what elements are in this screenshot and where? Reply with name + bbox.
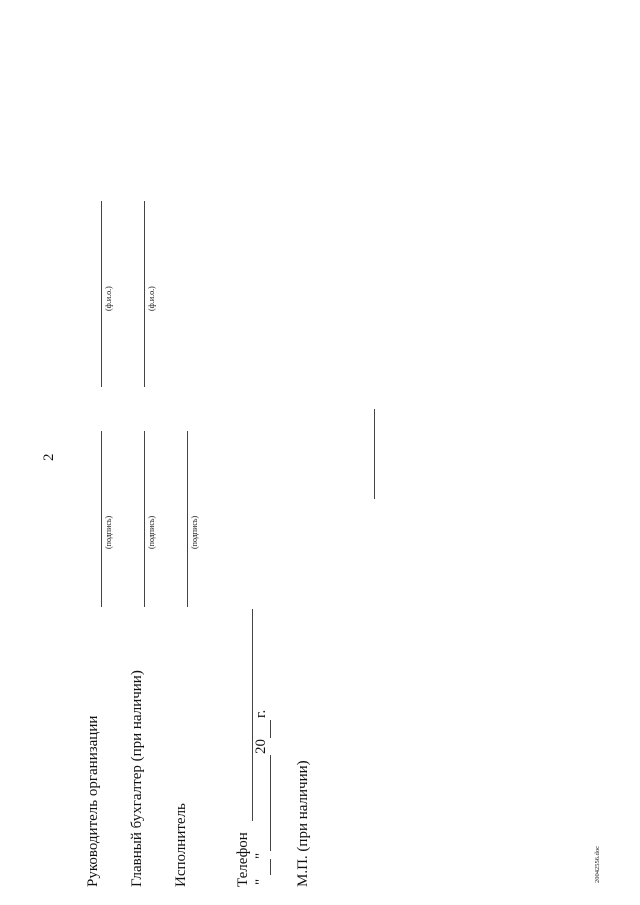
stamp-label: М.П. (при наличии) <box>295 760 311 887</box>
date-year-prefix: 20 <box>253 739 269 754</box>
executor-label: Исполнитель <box>173 803 189 887</box>
stamp-signature-line <box>374 409 375 499</box>
head-label: Руководитель организации <box>85 715 101 887</box>
chief-accountant-name-caption: (ф.и.о.) <box>147 286 156 311</box>
head-name-caption: (ф.и.о.) <box>104 286 113 311</box>
date-open-quote: " <box>253 878 269 885</box>
date-month-line <box>270 755 271 851</box>
date-year-line <box>270 720 271 738</box>
date-close-quote: " <box>253 852 269 859</box>
footer-filename: 20042556.doc <box>594 845 601 883</box>
phone-label: Телефон <box>235 832 251 887</box>
date-day-line <box>270 859 271 875</box>
chief-accountant-name-line <box>144 201 145 387</box>
head-signature-caption: (подпись) <box>104 515 113 549</box>
chief-accountant-signature-line <box>144 431 145 607</box>
chief-accountant-label: Главный бухгалтер (при наличии) <box>129 670 145 887</box>
executor-signature-caption: (подпись) <box>190 515 199 549</box>
chief-accountant-signature-caption: (подпись) <box>147 515 156 549</box>
date-year-suffix: г. <box>253 709 269 718</box>
executor-signature-line <box>187 431 188 607</box>
page-number: 2 <box>41 453 57 462</box>
head-name-line <box>101 201 102 387</box>
head-signature-line <box>101 431 102 607</box>
